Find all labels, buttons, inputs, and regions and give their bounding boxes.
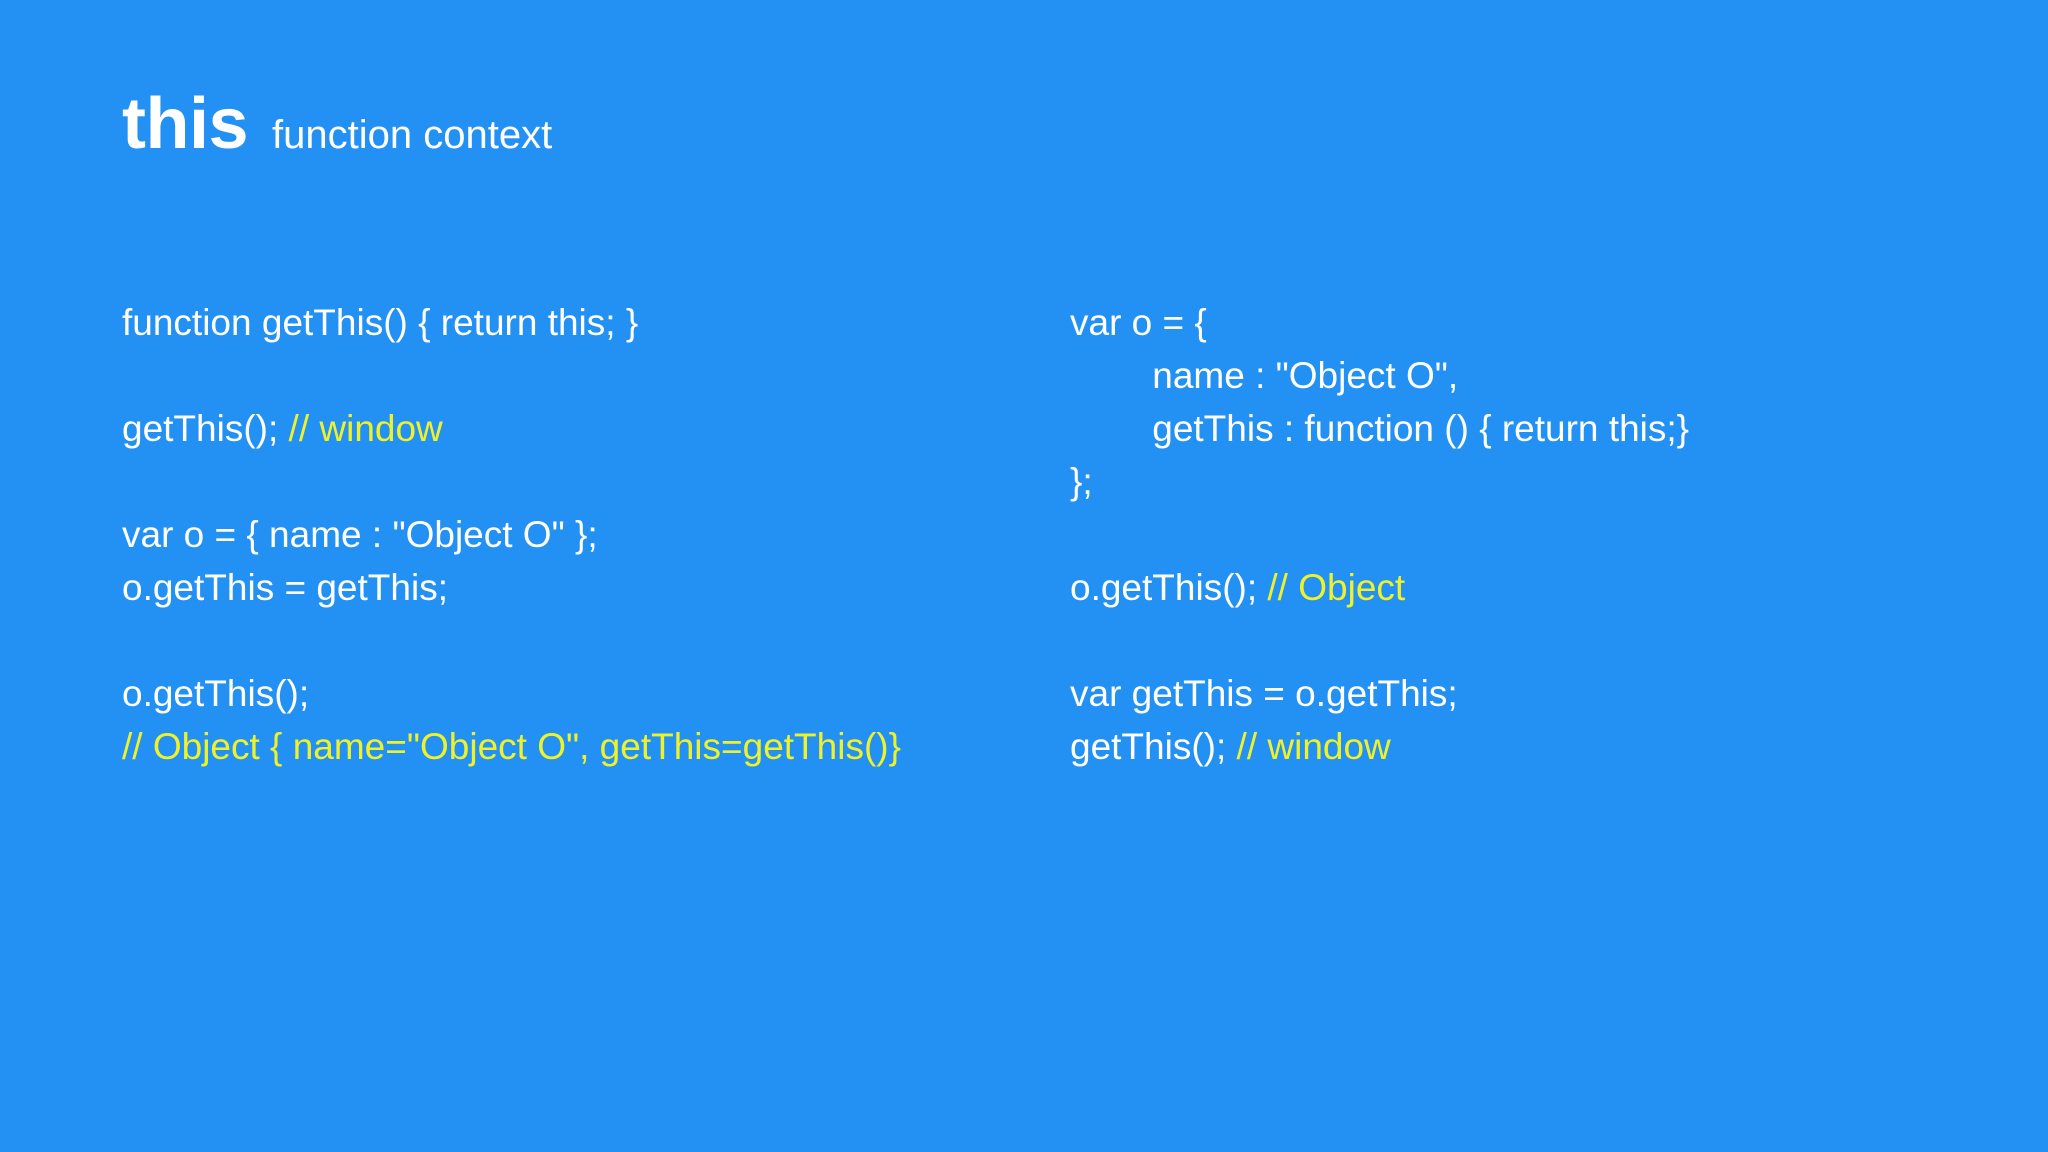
page-title: this — [122, 84, 249, 164]
code-token: getThis(); — [1070, 726, 1237, 767]
code-line: function getThis() { return this; } — [122, 296, 962, 349]
code-token: o.getThis(); — [1070, 567, 1268, 608]
code-token: o.getThis(); — [122, 673, 310, 714]
code-line: getThis(); // window — [1070, 720, 1970, 773]
code-block: getThis(); // window — [122, 402, 962, 455]
code-line: var o = { name : "Object O" }; — [122, 508, 962, 561]
code-block: var getThis = o.getThis; getThis(); // wi… — [1070, 667, 1970, 773]
code-line: }; — [1070, 455, 1970, 508]
comment-token: // window — [288, 408, 443, 449]
comment-token: // window — [1236, 726, 1391, 767]
code-column-left: function getThis() { return this; } getTh… — [122, 296, 962, 773]
code-block: function getThis() { return this; } — [122, 296, 962, 349]
code-block: var o = { name : "Object O" }; o.getThis … — [122, 508, 962, 614]
code-token: var o = { — [1070, 302, 1207, 343]
code-line: var getThis = o.getThis; — [1070, 667, 1970, 720]
page-subtitle: function context — [272, 113, 553, 157]
code-token: name : "Object O", — [1070, 355, 1459, 396]
code-line: o.getThis = getThis; — [122, 561, 962, 614]
code-column-right: var o = { name : "Object O", getThis : f… — [1070, 296, 1970, 773]
code-line: getThis : function () { return this;} — [1070, 402, 1970, 455]
slide-header: this function context — [122, 88, 552, 160]
code-token: }; — [1070, 461, 1093, 502]
code-line: var o = { — [1070, 296, 1970, 349]
code-line: name : "Object O", — [1070, 349, 1970, 402]
code-token: function getThis() { return this; } — [122, 302, 639, 343]
code-line: o.getThis(); // Object — [1070, 561, 1970, 614]
comment-token: // Object — [1267, 567, 1406, 608]
code-block: o.getThis(); // Object { name="Object O",… — [122, 667, 962, 773]
comment-token: // Object { name="Object O", getThis=get… — [122, 726, 901, 767]
code-token: var o = { name : "Object O" }; — [122, 514, 598, 555]
code-block: o.getThis(); // Object — [1070, 561, 1970, 614]
code-token: getThis : function () { return this;} — [1070, 408, 1690, 449]
code-token: getThis(); — [122, 408, 289, 449]
code-token: var getThis = o.getThis; — [1070, 673, 1458, 714]
code-block: var o = { name : "Object O", getThis : f… — [1070, 296, 1970, 508]
code-line: getThis(); // window — [122, 402, 962, 455]
code-token: o.getThis = getThis; — [122, 567, 448, 608]
code-line: // Object { name="Object O", getThis=get… — [122, 720, 962, 773]
code-line: o.getThis(); — [122, 667, 962, 720]
